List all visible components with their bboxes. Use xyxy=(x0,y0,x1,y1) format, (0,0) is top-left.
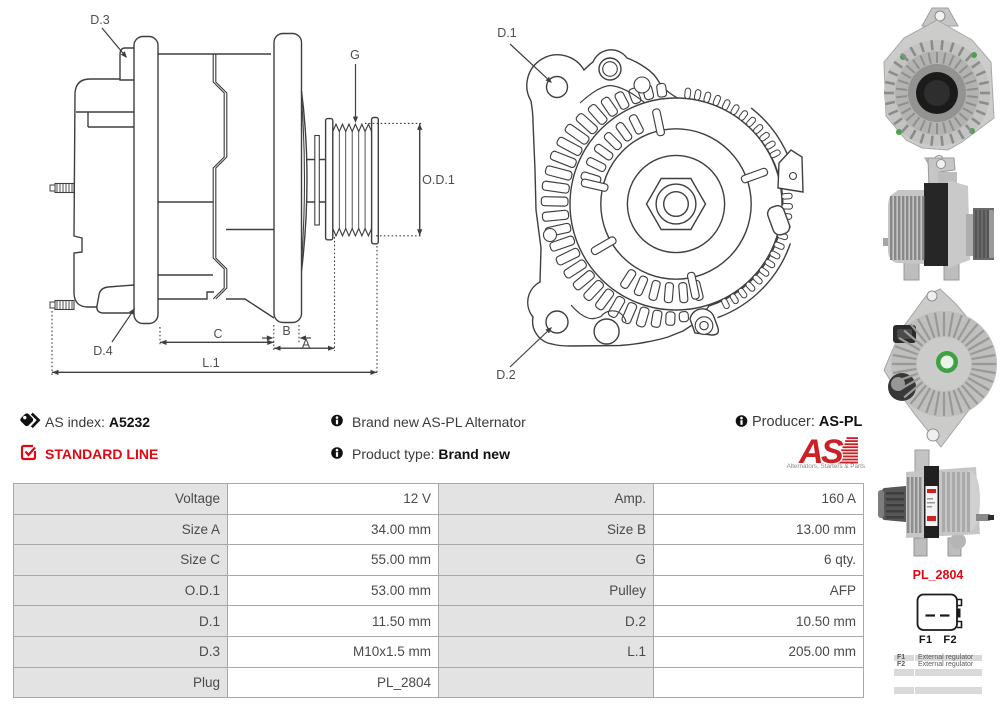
svg-text:AS: AS xyxy=(798,433,844,471)
svg-text:C: C xyxy=(213,327,222,341)
svg-text:L.1: L.1 xyxy=(202,356,219,370)
svg-text:D.3: D.3 xyxy=(90,13,110,27)
svg-text:O.D.1: O.D.1 xyxy=(422,173,455,187)
svg-text:D.1: D.1 xyxy=(497,26,517,40)
svg-text:A: A xyxy=(302,337,311,351)
svg-text:D.4: D.4 xyxy=(93,344,113,358)
svg-text:B: B xyxy=(282,324,290,338)
svg-text:G: G xyxy=(350,48,360,62)
svg-text:D.2: D.2 xyxy=(496,368,516,382)
